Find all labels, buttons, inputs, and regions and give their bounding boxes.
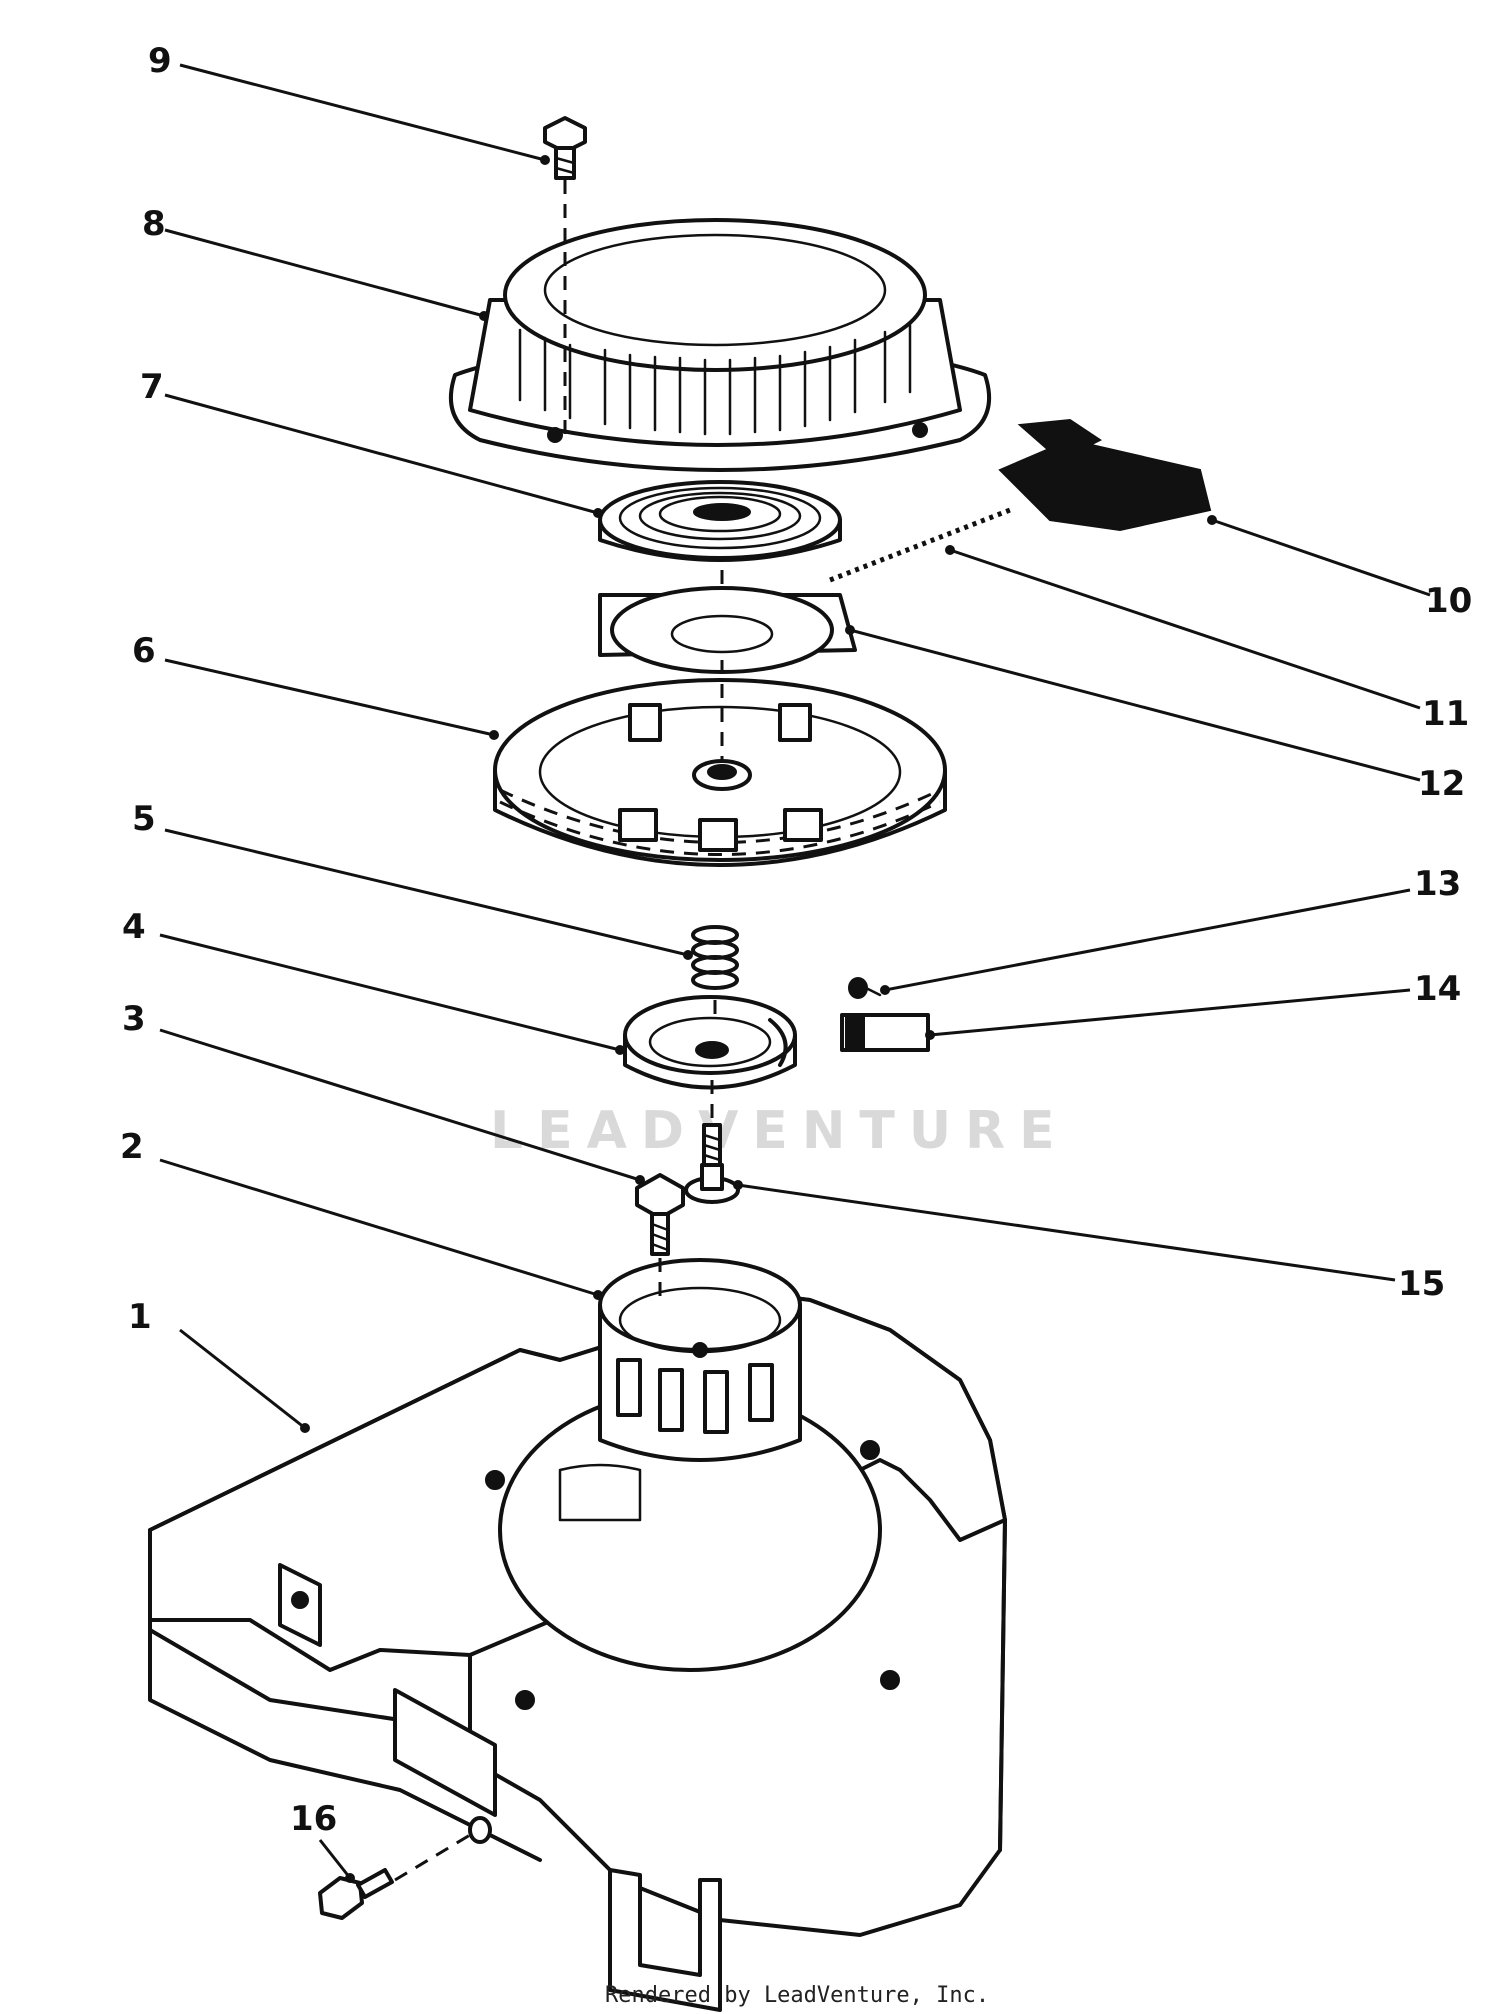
credit-text: Rendered by LeadVenture, Inc. xyxy=(605,1983,989,2008)
part-3-bolt[interactable] xyxy=(635,1173,685,1256)
assembly-centerline-main xyxy=(710,570,724,1120)
part-13-spring[interactable] xyxy=(848,977,882,999)
callout-15: 15 xyxy=(1398,1264,1445,1304)
callout-11: 11 xyxy=(1422,694,1469,734)
part-14-pawl[interactable] xyxy=(840,1013,930,1052)
part-12-plate[interactable] xyxy=(598,586,857,674)
part-5-spring[interactable] xyxy=(691,925,739,990)
part-6-pulley[interactable] xyxy=(493,678,947,867)
callout-14: 14 xyxy=(1414,969,1461,1009)
callout-12: 12 xyxy=(1418,764,1465,804)
watermark-text: LEADVENTURE xyxy=(490,1101,1069,1161)
part-10-handle[interactable] xyxy=(998,418,1212,532)
part-1-blower-housing[interactable] xyxy=(148,1288,1007,2012)
part-7-recoil-spring[interactable] xyxy=(598,480,842,562)
callout-1: 1 xyxy=(128,1297,152,1337)
callout-7: 7 xyxy=(140,367,164,407)
assembly-centerline-16 xyxy=(394,1833,471,1882)
part-11-rope[interactable] xyxy=(829,507,1011,583)
callout-10: 10 xyxy=(1425,581,1472,621)
callout-13: 13 xyxy=(1414,864,1461,904)
callout-5: 5 xyxy=(132,799,156,839)
part-9-screw[interactable] xyxy=(543,116,587,180)
callout-2: 2 xyxy=(120,1127,144,1167)
callout-6: 6 xyxy=(132,631,156,671)
part-2-starter-cup[interactable] xyxy=(598,1258,802,1462)
callout-9: 9 xyxy=(148,41,172,81)
part-8-starter-cover[interactable] xyxy=(448,218,992,472)
part-16-bolt[interactable] xyxy=(318,1868,394,1920)
leader-lines xyxy=(159,63,1431,1883)
callout-16: 16 xyxy=(290,1799,337,1839)
callout-3: 3 xyxy=(122,999,146,1039)
callout-8: 8 xyxy=(142,204,166,244)
callout-4: 4 xyxy=(122,907,146,947)
part-4-retainer[interactable] xyxy=(623,995,797,1090)
